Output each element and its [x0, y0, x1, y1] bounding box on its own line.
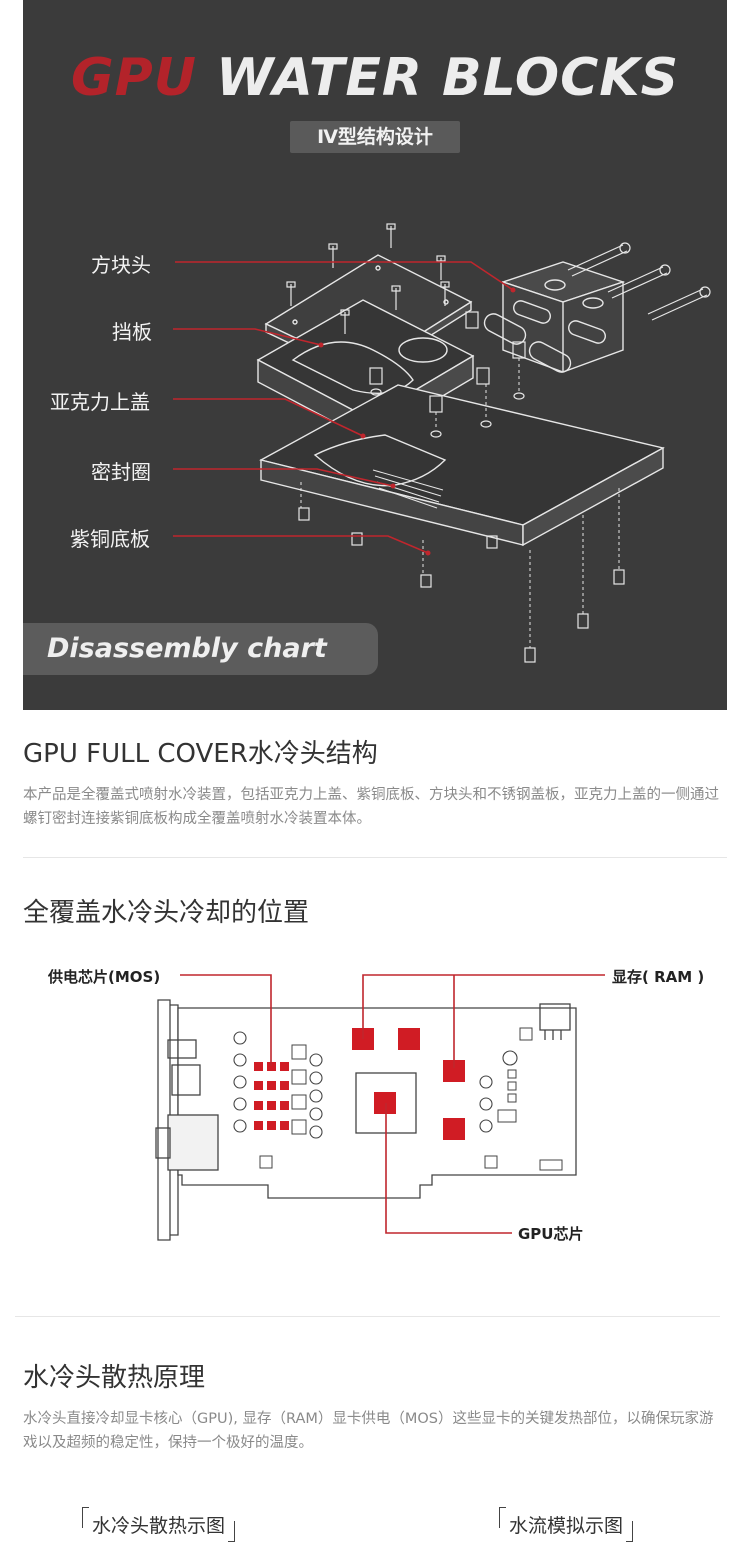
- label-acrylic-cover: 亚克力上盖: [50, 390, 150, 414]
- mos-label: 供电芯片(MOS): [48, 968, 161, 986]
- hero-title: GPU WATER BLOCKS: [23, 48, 727, 108]
- mos-highlights: [254, 1062, 289, 1130]
- principle-description: 水冷头直接冷却显卡核心（GPU), 显存（RAM）显卡供电（MOS）这些显卡的关…: [23, 1411, 714, 1451]
- ram-highlights: [352, 1028, 465, 1140]
- square-head-block: [500, 261, 626, 373]
- hero-title-gpu: GPU: [70, 48, 197, 108]
- label-copper-base: 紫铜底板: [70, 527, 150, 551]
- principle-title: 水冷头散热原理: [23, 1363, 206, 1393]
- label-baffle: 挡板: [112, 320, 152, 344]
- divider-2: [15, 1316, 720, 1317]
- hero-panel: GPU WATER BLOCKS Ⅳ型结构设计: [23, 0, 727, 710]
- gpu-highlight: [374, 1092, 396, 1114]
- label-square-head: 方块头: [91, 253, 151, 277]
- divider-1: [23, 857, 727, 858]
- ram-label: 显存( RAM ): [612, 968, 705, 986]
- hero-title-water-blocks: WATER BLOCKS: [216, 48, 680, 108]
- gpu-card-diagram: [155, 974, 605, 1241]
- gpu-chip-label: GPU芯片: [518, 1225, 584, 1243]
- exploded-view-diagram: [173, 223, 711, 663]
- copper-base-plate: [259, 384, 665, 547]
- figure-label-water-flow: 水流模拟示图: [499, 1507, 634, 1542]
- structure-description: 本产品是全覆盖式喷射水冷装置，包括亚克力上盖、紫铜底板、方块头和不锈钢盖板，亚克…: [23, 787, 719, 827]
- structure-type-badge: Ⅳ型结构设计: [290, 121, 460, 153]
- figure-label-heat-dissipation: 水冷头散热示图: [82, 1507, 236, 1542]
- label-seal-ring: 密封圈: [91, 460, 151, 484]
- position-title: 全覆盖水冷头冷却的位置: [23, 898, 310, 928]
- disassembly-chart-label: Disassembly chart: [23, 623, 378, 675]
- structure-title: GPU FULL COVER水冷头结构: [23, 739, 378, 769]
